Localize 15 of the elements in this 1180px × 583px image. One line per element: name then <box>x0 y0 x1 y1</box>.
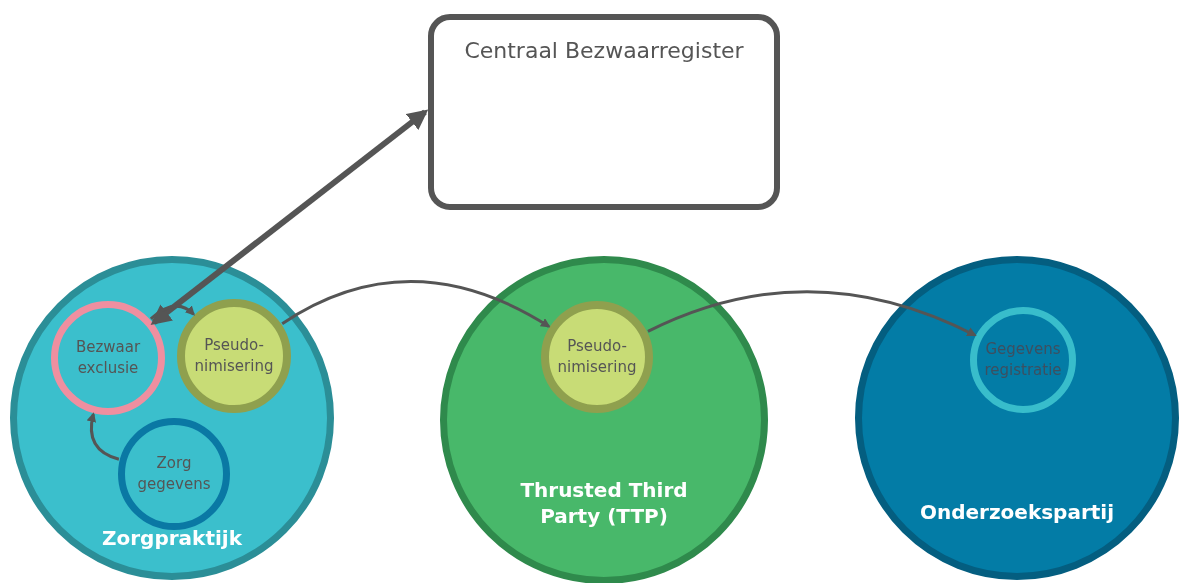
arrow <box>150 109 429 325</box>
organization-label: Thrusted Third Party (TTP) <box>519 477 689 529</box>
process-label: Gegevens registratie <box>983 339 1063 381</box>
process-label: Pseudo- nimisering <box>193 335 275 377</box>
process-label: Bezwaar exclusie <box>74 337 142 379</box>
arrow <box>149 304 196 321</box>
organization-label: Onderzoekspartij <box>918 499 1116 525</box>
arrow <box>87 412 120 461</box>
register-box <box>428 14 780 210</box>
arrow <box>281 280 551 328</box>
organization-label: Zorgpraktijk <box>101 525 243 551</box>
process-label: Zorg gegevens <box>136 453 212 495</box>
arrow <box>647 290 977 337</box>
process-label: Pseudo- nimisering <box>556 336 638 378</box>
box-title: Centraal Bezwaarregister <box>463 38 745 63</box>
